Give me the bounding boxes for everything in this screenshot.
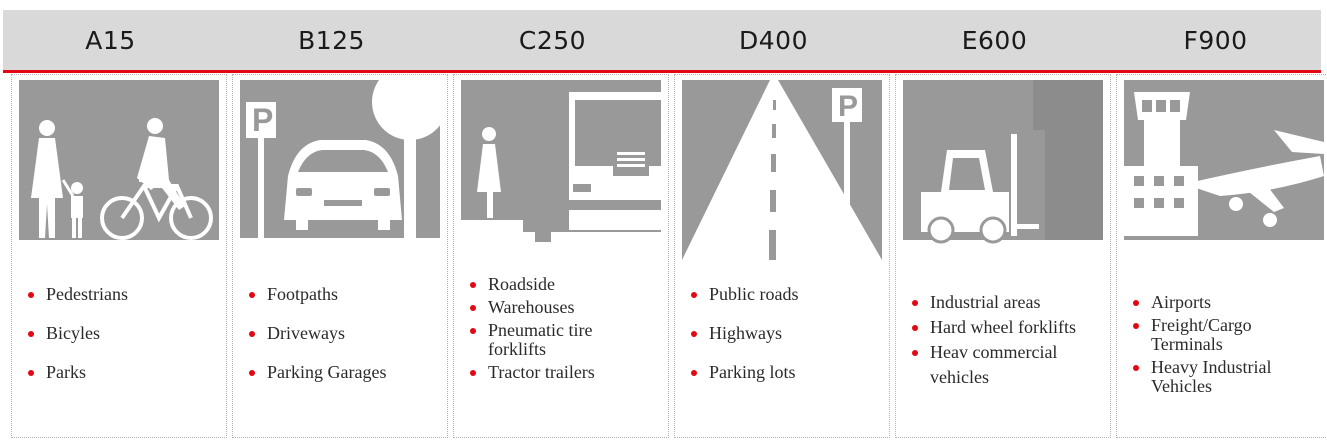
load-class-header-bar: [3, 10, 1321, 73]
class-label-a15: A15: [85, 26, 136, 55]
usage-list-e600: Industrial areas Hard wheel forklifts He…: [910, 293, 1106, 393]
usage-item: Parking lots: [689, 363, 885, 382]
usage-item: Public roads: [689, 285, 885, 304]
class-label-d400: D400: [739, 26, 808, 55]
usage-item: Pneumatic tire: [468, 321, 664, 340]
class-label-b125: B125: [298, 26, 365, 55]
class-label-f900: F900: [1183, 26, 1248, 55]
roadside-truck-icon: [461, 80, 661, 260]
usage-item: Heav commercial: [910, 343, 1106, 362]
column-e600: Industrial areas Hard wheel forklifts He…: [895, 74, 1111, 438]
usage-item: Bicyles: [26, 324, 222, 343]
usage-list-f900: Airports Freight/Cargo Terminals Heavy I…: [1131, 293, 1327, 400]
usage-item: Freight/Cargo: [1131, 316, 1327, 335]
usage-item: Industrial areas: [910, 293, 1106, 312]
column-a15: Pedestrians Bicyles Parks: [11, 74, 227, 438]
usage-list-a15: Pedestrians Bicyles Parks: [26, 285, 222, 402]
usage-item: Airports: [1131, 293, 1327, 312]
usage-item: Footpaths: [247, 285, 443, 304]
usage-item: Roadside: [468, 275, 664, 294]
usage-list-b125: Footpaths Driveways Parking Garages: [247, 285, 443, 402]
usage-item-continuation: Vehicles: [1151, 376, 1212, 396]
airport-airplane-icon: [1124, 80, 1324, 260]
class-label-e600: E600: [961, 26, 1028, 55]
class-label-c250: C250: [518, 26, 587, 55]
parking-car-icon: P: [240, 80, 440, 260]
forklift-icon: [903, 80, 1103, 260]
usage-item: Warehouses: [468, 298, 664, 317]
usage-list-d400: Public roads Highways Parking lots: [689, 285, 885, 402]
pedestrian-family-cyclist-icon: [19, 80, 219, 260]
column-c250: Roadside Warehouses Pneumatic tire forkl…: [453, 74, 669, 438]
column-f900: Airports Freight/Cargo Terminals Heavy I…: [1116, 74, 1327, 438]
usage-list-c250: Roadside Warehouses Pneumatic tire forkl…: [468, 275, 664, 386]
usage-item: Pedestrians: [26, 285, 222, 304]
usage-item-continuation: vehicles: [930, 367, 989, 387]
column-d400: P Public roads Highways Parking lots: [674, 74, 890, 438]
usage-item: Highways: [689, 324, 885, 343]
usage-item: Parking Garages: [247, 363, 443, 382]
usage-item-continuation: Terminals: [1151, 334, 1223, 354]
usage-item: Driveways: [247, 324, 443, 343]
column-b125: P Footpaths Driveways Parking Garages: [232, 74, 448, 438]
usage-item: Heavy Industrial: [1131, 358, 1327, 377]
usage-item: Tractor trailers: [468, 363, 664, 382]
svg-text:P: P: [838, 90, 858, 123]
svg-text:P: P: [252, 102, 273, 138]
highway-parking-icon: P: [682, 80, 882, 260]
usage-item-continuation: forklifts: [488, 339, 546, 359]
usage-item: Hard wheel forklifts: [910, 318, 1106, 337]
usage-item: Parks: [26, 363, 222, 382]
